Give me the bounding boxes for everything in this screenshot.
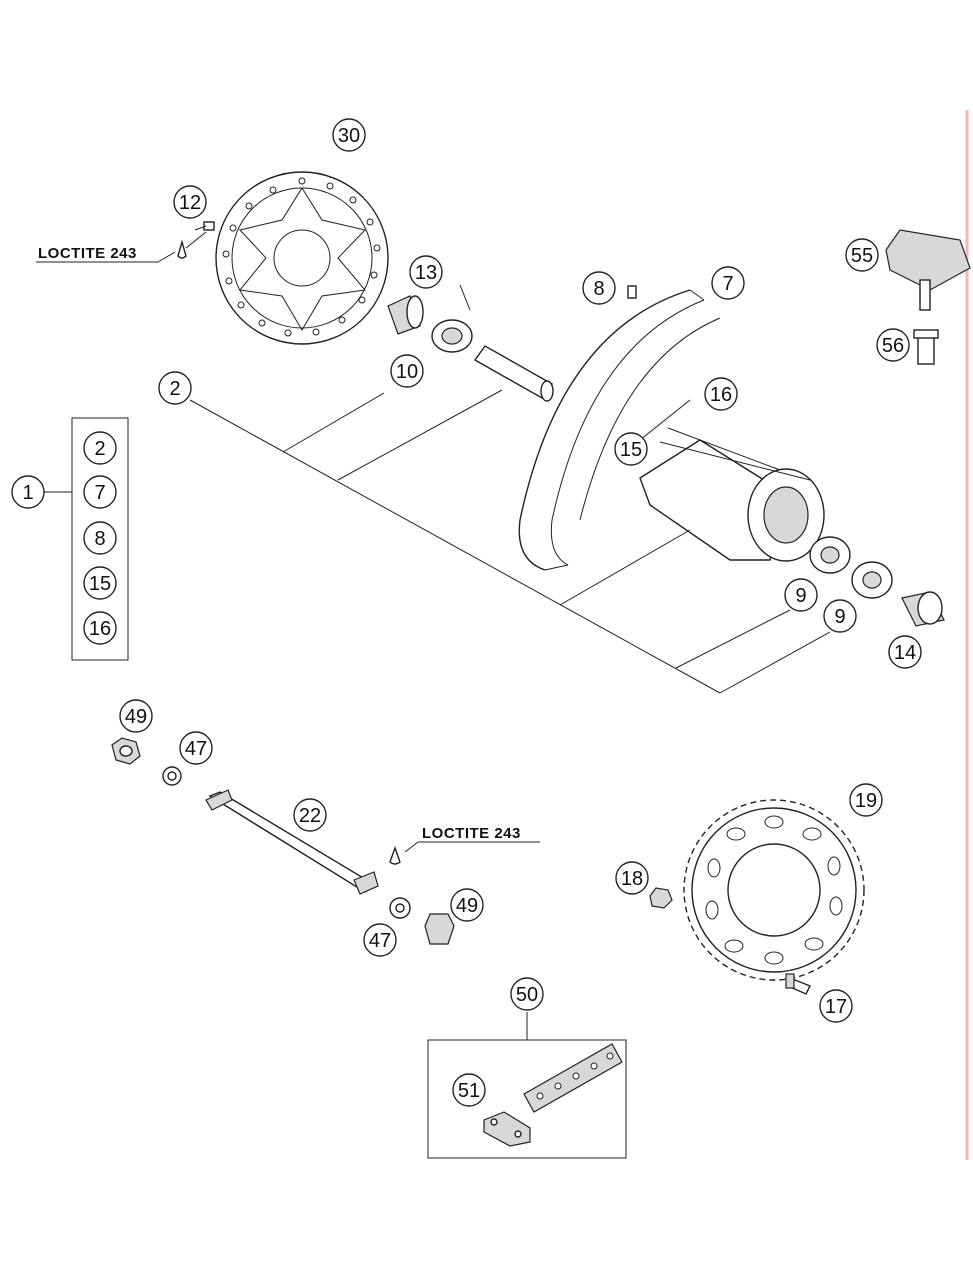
loctite-top-note: LOCTITE 243	[38, 245, 137, 262]
svg-text:1: 1	[22, 482, 33, 504]
wheel-rim	[518, 289, 721, 571]
spacer-14	[901, 591, 945, 627]
kit-callout-16: 16	[83, 611, 117, 645]
explosion-lines	[189, 284, 831, 694]
svg-text:47: 47	[185, 738, 207, 760]
svg-text:55: 55	[851, 245, 873, 267]
svg-text:19: 19	[855, 790, 877, 812]
callout-22: 22	[293, 798, 327, 832]
callout-30: 30	[332, 118, 366, 152]
callouts: 30 12 13 8 7 55 56 2 10 16 15 1 2 7 8 15…	[11, 118, 922, 1107]
kit-box	[71, 417, 129, 661]
callout-51: 51	[452, 1073, 486, 1107]
spoke-nipple	[627, 285, 637, 299]
callout-47-right: 47	[363, 923, 397, 957]
callout-13: 13	[409, 255, 443, 289]
svg-text:18: 18	[621, 868, 643, 890]
sprocket-nut	[649, 887, 673, 909]
callout-8: 8	[582, 271, 616, 305]
callout-17: 17	[819, 989, 853, 1023]
bolt-56	[913, 329, 939, 365]
svg-text:17: 17	[825, 996, 847, 1018]
svg-text:2: 2	[169, 378, 180, 400]
callout-19: 19	[849, 783, 883, 817]
callout-55: 55	[845, 238, 879, 272]
callout-18: 18	[615, 861, 649, 895]
rear-sprocket	[683, 799, 865, 981]
callout-9-upper: 9	[784, 578, 818, 612]
svg-text:56: 56	[882, 335, 904, 357]
svg-text:14: 14	[894, 642, 916, 664]
svg-text:47: 47	[369, 930, 391, 952]
callout-2: 2	[158, 371, 192, 405]
loctite-axle-note: LOCTITE 243	[422, 825, 521, 842]
washer-left	[162, 766, 182, 786]
svg-text:12: 12	[179, 192, 201, 214]
callout-47-left: 47	[179, 731, 213, 765]
chain-master-link	[483, 1111, 531, 1147]
drive-chain	[523, 1043, 623, 1113]
callout-49-right: 49	[450, 888, 484, 922]
callout-49-left: 49	[119, 699, 153, 733]
axle-loctite-drop	[389, 845, 401, 865]
svg-text:16: 16	[710, 384, 732, 406]
sprocket-bolt	[785, 973, 811, 995]
svg-text:51: 51	[458, 1080, 480, 1102]
callout-15: 15	[614, 432, 648, 466]
svg-text:49: 49	[125, 706, 147, 728]
svg-text:8: 8	[593, 278, 604, 300]
callout-16: 16	[704, 377, 738, 411]
svg-text:30: 30	[338, 125, 360, 147]
axle-nut-left	[111, 737, 141, 765]
rear-hub	[639, 399, 825, 562]
svg-text:16: 16	[89, 618, 111, 640]
kit-callout-2: 2	[83, 431, 117, 465]
callout-56: 56	[876, 328, 910, 362]
svg-text:9: 9	[795, 585, 806, 607]
svg-text:7: 7	[722, 273, 733, 295]
callout-12: 12	[173, 185, 207, 219]
svg-text:9: 9	[834, 606, 845, 628]
svg-text:50: 50	[516, 984, 538, 1006]
callout-10: 10	[390, 354, 424, 388]
wheel-axle	[205, 789, 379, 895]
callout-14: 14	[888, 635, 922, 669]
kit-callout-15: 15	[83, 566, 117, 600]
wheel-bearing-right	[809, 536, 893, 599]
kit-callout-7: 7	[83, 475, 117, 509]
svg-text:2: 2	[94, 438, 105, 460]
svg-text:22: 22	[299, 805, 321, 827]
chain-slider-55	[885, 229, 971, 311]
callout-1: 1	[11, 475, 45, 509]
washer-right	[389, 897, 411, 919]
loctite-top-leader	[157, 251, 176, 263]
svg-text:49: 49	[456, 895, 478, 917]
callout-50: 50	[510, 977, 544, 1011]
brake-disc	[215, 171, 389, 345]
loctite-axle-leader	[404, 841, 419, 853]
kit-callout-8: 8	[83, 521, 117, 555]
callout-7: 7	[711, 266, 745, 300]
spacer-13	[387, 295, 424, 335]
wheel-bearing-upper	[431, 319, 473, 353]
distance-tube	[473, 345, 554, 402]
svg-text:10: 10	[396, 361, 418, 383]
svg-text:15: 15	[620, 439, 642, 461]
svg-text:13: 13	[415, 262, 437, 284]
axle-nut-right	[424, 913, 455, 945]
callout-9-lower: 9	[823, 599, 857, 633]
svg-text:15: 15	[89, 573, 111, 595]
svg-text:7: 7	[94, 482, 105, 504]
svg-text:8: 8	[94, 528, 105, 550]
disc-bolt	[177, 221, 215, 259]
